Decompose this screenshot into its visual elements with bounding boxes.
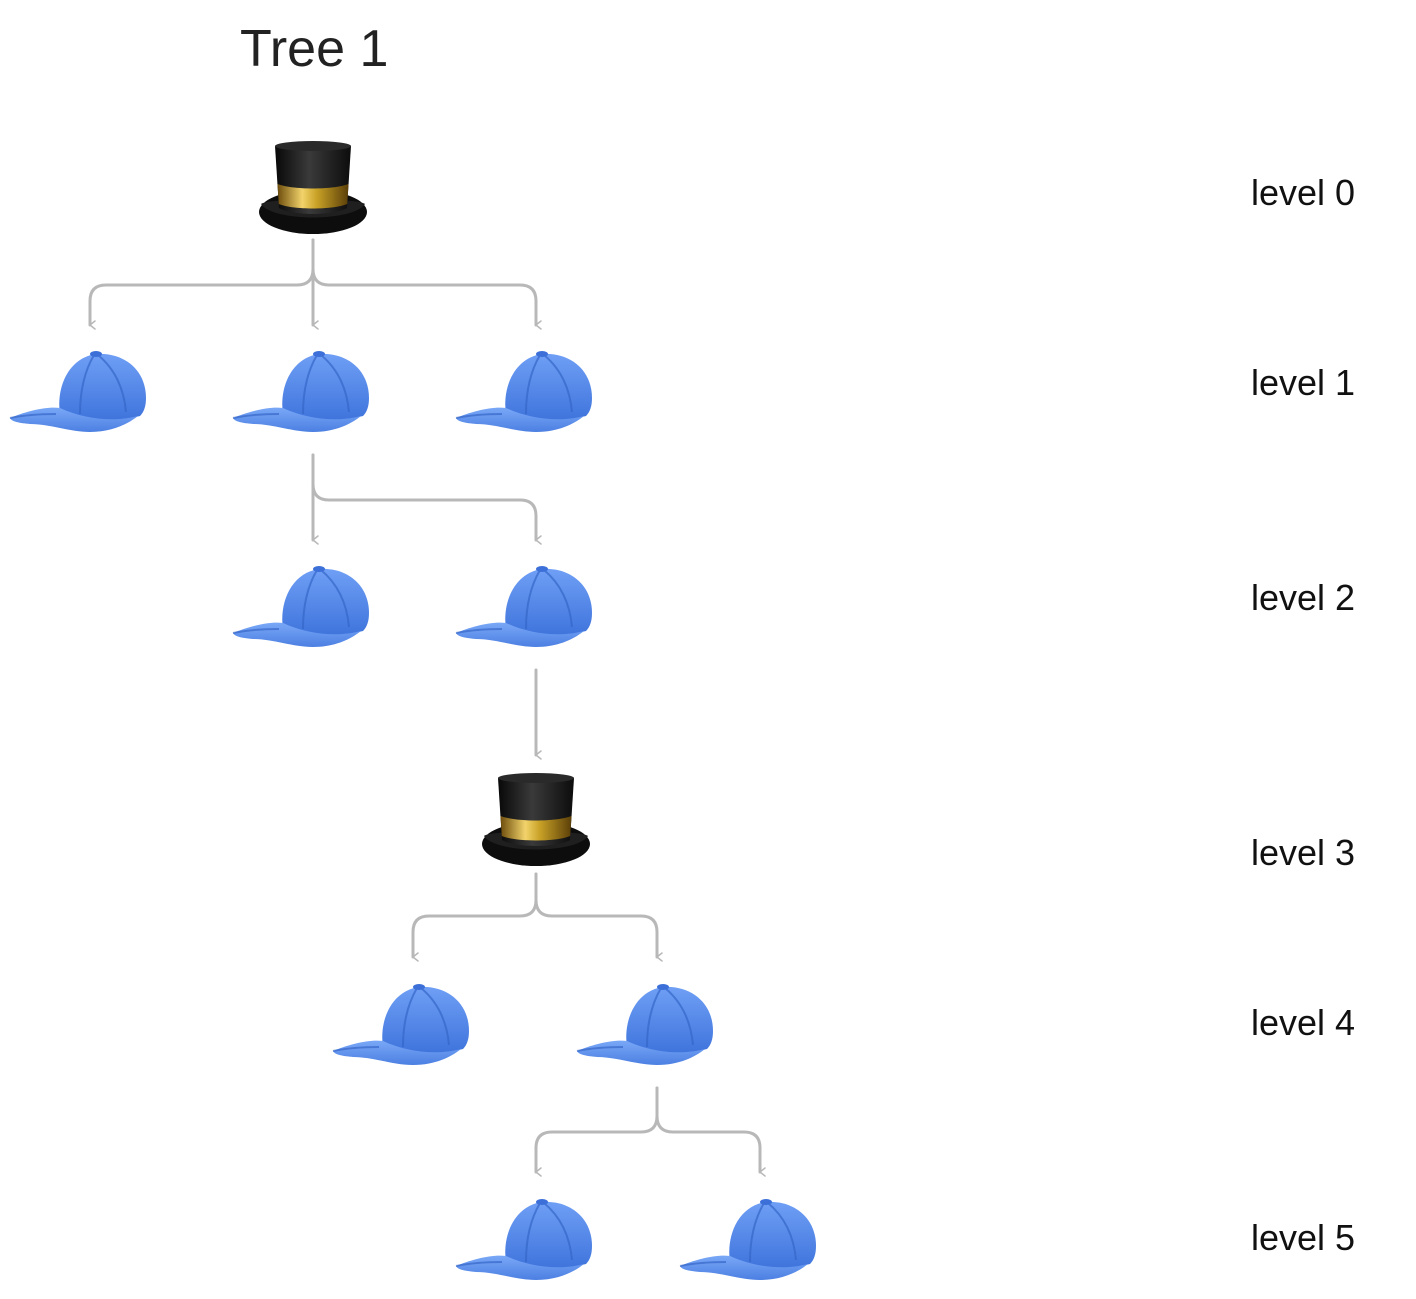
edge-n1b-n2b bbox=[311, 453, 542, 545]
edge-n0-n1a bbox=[88, 238, 315, 330]
level-label-5: level 5 bbox=[1251, 1217, 1355, 1258]
baseball-cap-icon bbox=[455, 351, 592, 432]
edge-n4b-n5b bbox=[655, 1086, 766, 1177]
edge-n3-n4b bbox=[534, 872, 663, 962]
nodes bbox=[9, 141, 816, 1280]
level-label-4: level 4 bbox=[1251, 1002, 1355, 1043]
baseball-cap-icon bbox=[679, 1199, 816, 1280]
baseball-cap-icon bbox=[332, 984, 469, 1065]
baseball-cap-icon bbox=[232, 566, 369, 647]
edge-n3-n4a bbox=[411, 872, 538, 962]
edge-n0-n1c bbox=[311, 238, 542, 330]
baseball-cap-icon bbox=[232, 351, 369, 432]
edges bbox=[88, 238, 766, 1177]
diagram-title: Tree 1 bbox=[240, 20, 388, 78]
level-label-1: level 1 bbox=[1251, 362, 1355, 403]
level-label-0: level 0 bbox=[1251, 172, 1355, 213]
baseball-cap-icon bbox=[9, 351, 146, 432]
level-label-2: level 2 bbox=[1251, 577, 1355, 618]
edge-n4b-n5a bbox=[534, 1086, 659, 1177]
top-hat-icon bbox=[482, 773, 590, 866]
baseball-cap-icon bbox=[576, 984, 713, 1065]
top-hat-icon bbox=[259, 141, 367, 234]
baseball-cap-icon bbox=[455, 566, 592, 647]
level-label-3: level 3 bbox=[1251, 832, 1355, 873]
baseball-cap-icon bbox=[455, 1199, 592, 1280]
